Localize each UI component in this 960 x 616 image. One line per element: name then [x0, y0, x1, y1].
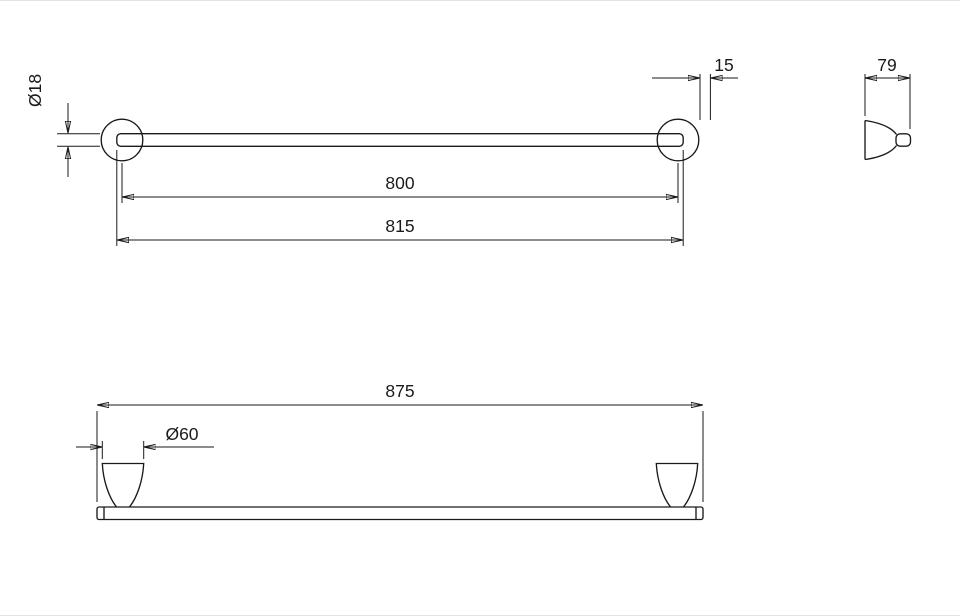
- center-distance-label: 800: [385, 173, 414, 193]
- bar-diameter-label: Ø18: [25, 74, 45, 107]
- right-flange-circle: [656, 118, 700, 162]
- bracket-bottom-profile: [864, 145, 898, 161]
- dim-end-offset: 15: [652, 55, 738, 120]
- towel-bar-plan: [96, 506, 704, 521]
- overall-length-label: 815: [385, 216, 414, 236]
- dim-center-distance: 800: [121, 163, 679, 203]
- dim-overall-length-plan: 875: [96, 381, 704, 502]
- plan-view: 875 Ø60: [76, 381, 704, 521]
- dim-base-diameter: Ø60: [76, 424, 214, 459]
- left-post-profile: [101, 462, 145, 508]
- base-diameter-label: Ø60: [165, 424, 198, 444]
- front-view: Ø18 15 800 815: [25, 55, 738, 246]
- bar-cross-section: [895, 133, 912, 147]
- overall-length-label: 875: [385, 381, 414, 401]
- towel-bar-front: [116, 133, 684, 147]
- right-post-profile: [655, 462, 699, 508]
- dim-projection-depth: 79: [864, 55, 911, 129]
- side-view: 79: [864, 55, 912, 161]
- projection-depth-label: 79: [877, 55, 896, 75]
- left-flange-circle: [100, 118, 144, 162]
- dim-overall-length-front: 815: [116, 150, 684, 246]
- dim-bar-diameter: Ø18: [25, 74, 100, 177]
- bracket-top-profile: [864, 119, 898, 135]
- end-offset-label: 15: [714, 55, 733, 75]
